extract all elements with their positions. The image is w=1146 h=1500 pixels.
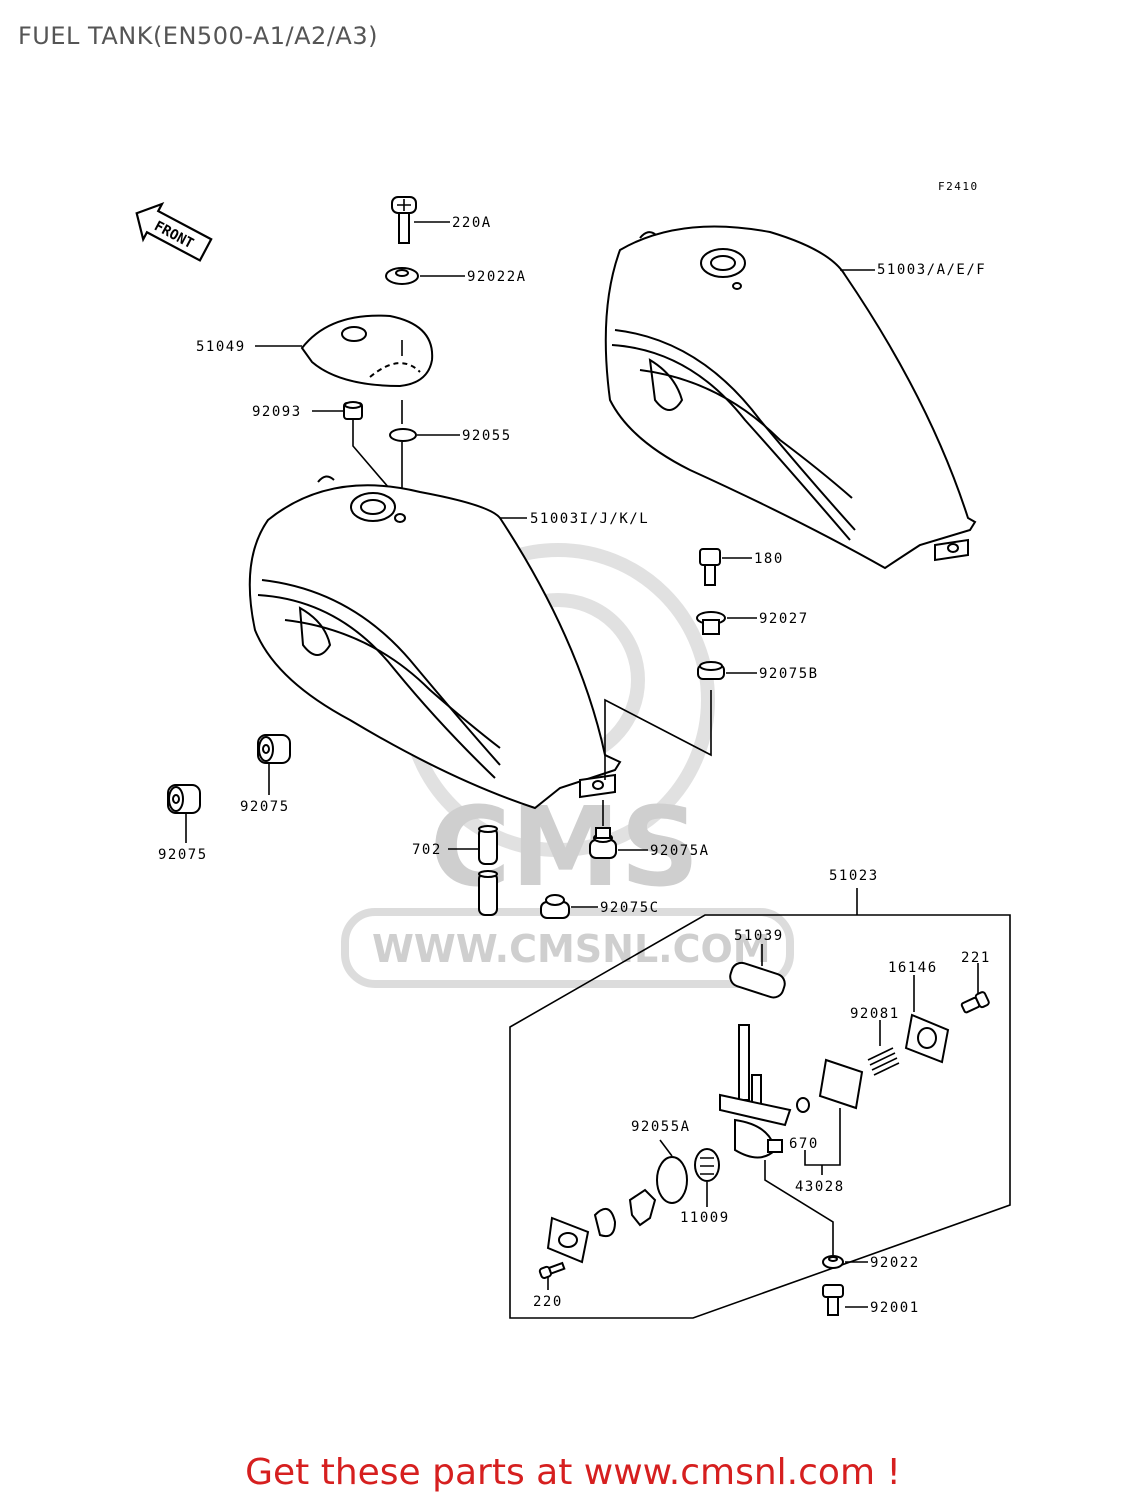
washer-92022-icon bbox=[822, 1255, 844, 1269]
damper-92075-lower-icon bbox=[167, 784, 201, 814]
screw-220a-icon bbox=[391, 196, 417, 244]
label-92081: 92081 bbox=[850, 1006, 900, 1022]
label-92055: 92055 bbox=[462, 428, 512, 444]
label-51049: 51049 bbox=[196, 339, 246, 355]
label-51023: 51023 bbox=[829, 868, 879, 884]
label-92075c: 92075C bbox=[600, 900, 660, 916]
lever-seal-icon bbox=[593, 1207, 617, 1238]
screw-221-icon bbox=[960, 991, 990, 1014]
label-92075-lower: 92075 bbox=[158, 847, 208, 863]
fuel-tank-51003ijkl-icon bbox=[248, 475, 622, 810]
label-670: 670 bbox=[789, 1136, 819, 1152]
label-92075a: 92075A bbox=[650, 843, 710, 859]
bolt-180-icon bbox=[699, 548, 721, 586]
fuel-cock-body-icon bbox=[719, 1024, 792, 1159]
figure-code: F2410 bbox=[938, 180, 979, 193]
label-220a: 220A bbox=[452, 215, 492, 231]
front-arrow-icon: FRONT bbox=[135, 201, 213, 262]
lever-icon bbox=[628, 1188, 657, 1227]
washer-92022a-icon bbox=[385, 267, 419, 285]
hose-702-icon bbox=[478, 825, 498, 916]
nut-92093-icon bbox=[343, 401, 363, 420]
label-92022: 92022 bbox=[870, 1255, 920, 1271]
label-92075-upper: 92075 bbox=[240, 799, 290, 815]
gasket-51039-icon bbox=[729, 961, 786, 999]
damper-92075a-icon bbox=[589, 827, 617, 859]
label-221: 221 bbox=[961, 950, 991, 966]
fuel-tank-51003aef-icon bbox=[604, 225, 977, 570]
strainer-11009-icon bbox=[694, 1148, 720, 1182]
label-220: 220 bbox=[533, 1294, 563, 1310]
label-702: 702 bbox=[412, 842, 442, 858]
label-92075b: 92075B bbox=[759, 666, 819, 682]
label-51003aef: 51003/A/E/F bbox=[877, 262, 986, 278]
oring-92055a-icon bbox=[656, 1156, 688, 1204]
diaphragm-cover-16146-icon bbox=[904, 1013, 950, 1064]
parts-diagram: CMS WWW.CMSNL.COM F2410 FRONT 220A 92022… bbox=[135, 180, 1011, 1319]
tank-cover-51049-icon bbox=[300, 314, 434, 388]
screw-220-icon bbox=[538, 1261, 566, 1279]
leader-92055a bbox=[659, 1139, 673, 1157]
damper-92075-upper-icon bbox=[257, 734, 291, 764]
watermark-logo: CMS bbox=[430, 783, 699, 911]
label-92093: 92093 bbox=[252, 404, 302, 420]
footer-promo-link[interactable]: Get these parts at www.cmsnl.com ! bbox=[245, 1452, 901, 1493]
page-title: FUEL TANK(EN500-A1/A2/A3) bbox=[18, 22, 378, 50]
leader-92075b-link bbox=[604, 690, 712, 780]
label-51003ijkl: 51003I/J/K/L bbox=[530, 511, 649, 527]
leader-92022-up bbox=[764, 1160, 834, 1255]
leader-43028 bbox=[804, 1108, 841, 1175]
label-43028: 43028 bbox=[795, 1179, 845, 1195]
label-92001: 92001 bbox=[870, 1300, 920, 1316]
diaphragm-plate-icon bbox=[818, 1058, 864, 1110]
label-92027: 92027 bbox=[759, 611, 809, 627]
assembly-frame-51023 bbox=[509, 914, 1011, 1319]
label-16146: 16146 bbox=[888, 960, 938, 976]
oring-92055-icon bbox=[389, 428, 417, 442]
label-180: 180 bbox=[754, 551, 784, 567]
collar-92027-icon bbox=[696, 611, 726, 635]
label-51039: 51039 bbox=[734, 928, 784, 944]
spring-92081-icon bbox=[867, 1047, 900, 1076]
damper-92075b-icon bbox=[697, 661, 725, 680]
label-92022a: 92022A bbox=[467, 269, 527, 285]
label-11009: 11009 bbox=[680, 1210, 730, 1226]
bolt-92001-icon bbox=[822, 1284, 844, 1316]
watermark-url: WWW.CMSNL.COM bbox=[372, 927, 771, 971]
oring-670-icon bbox=[796, 1097, 810, 1113]
damper-92075c-icon bbox=[540, 894, 570, 919]
label-92055a: 92055A bbox=[631, 1119, 691, 1135]
